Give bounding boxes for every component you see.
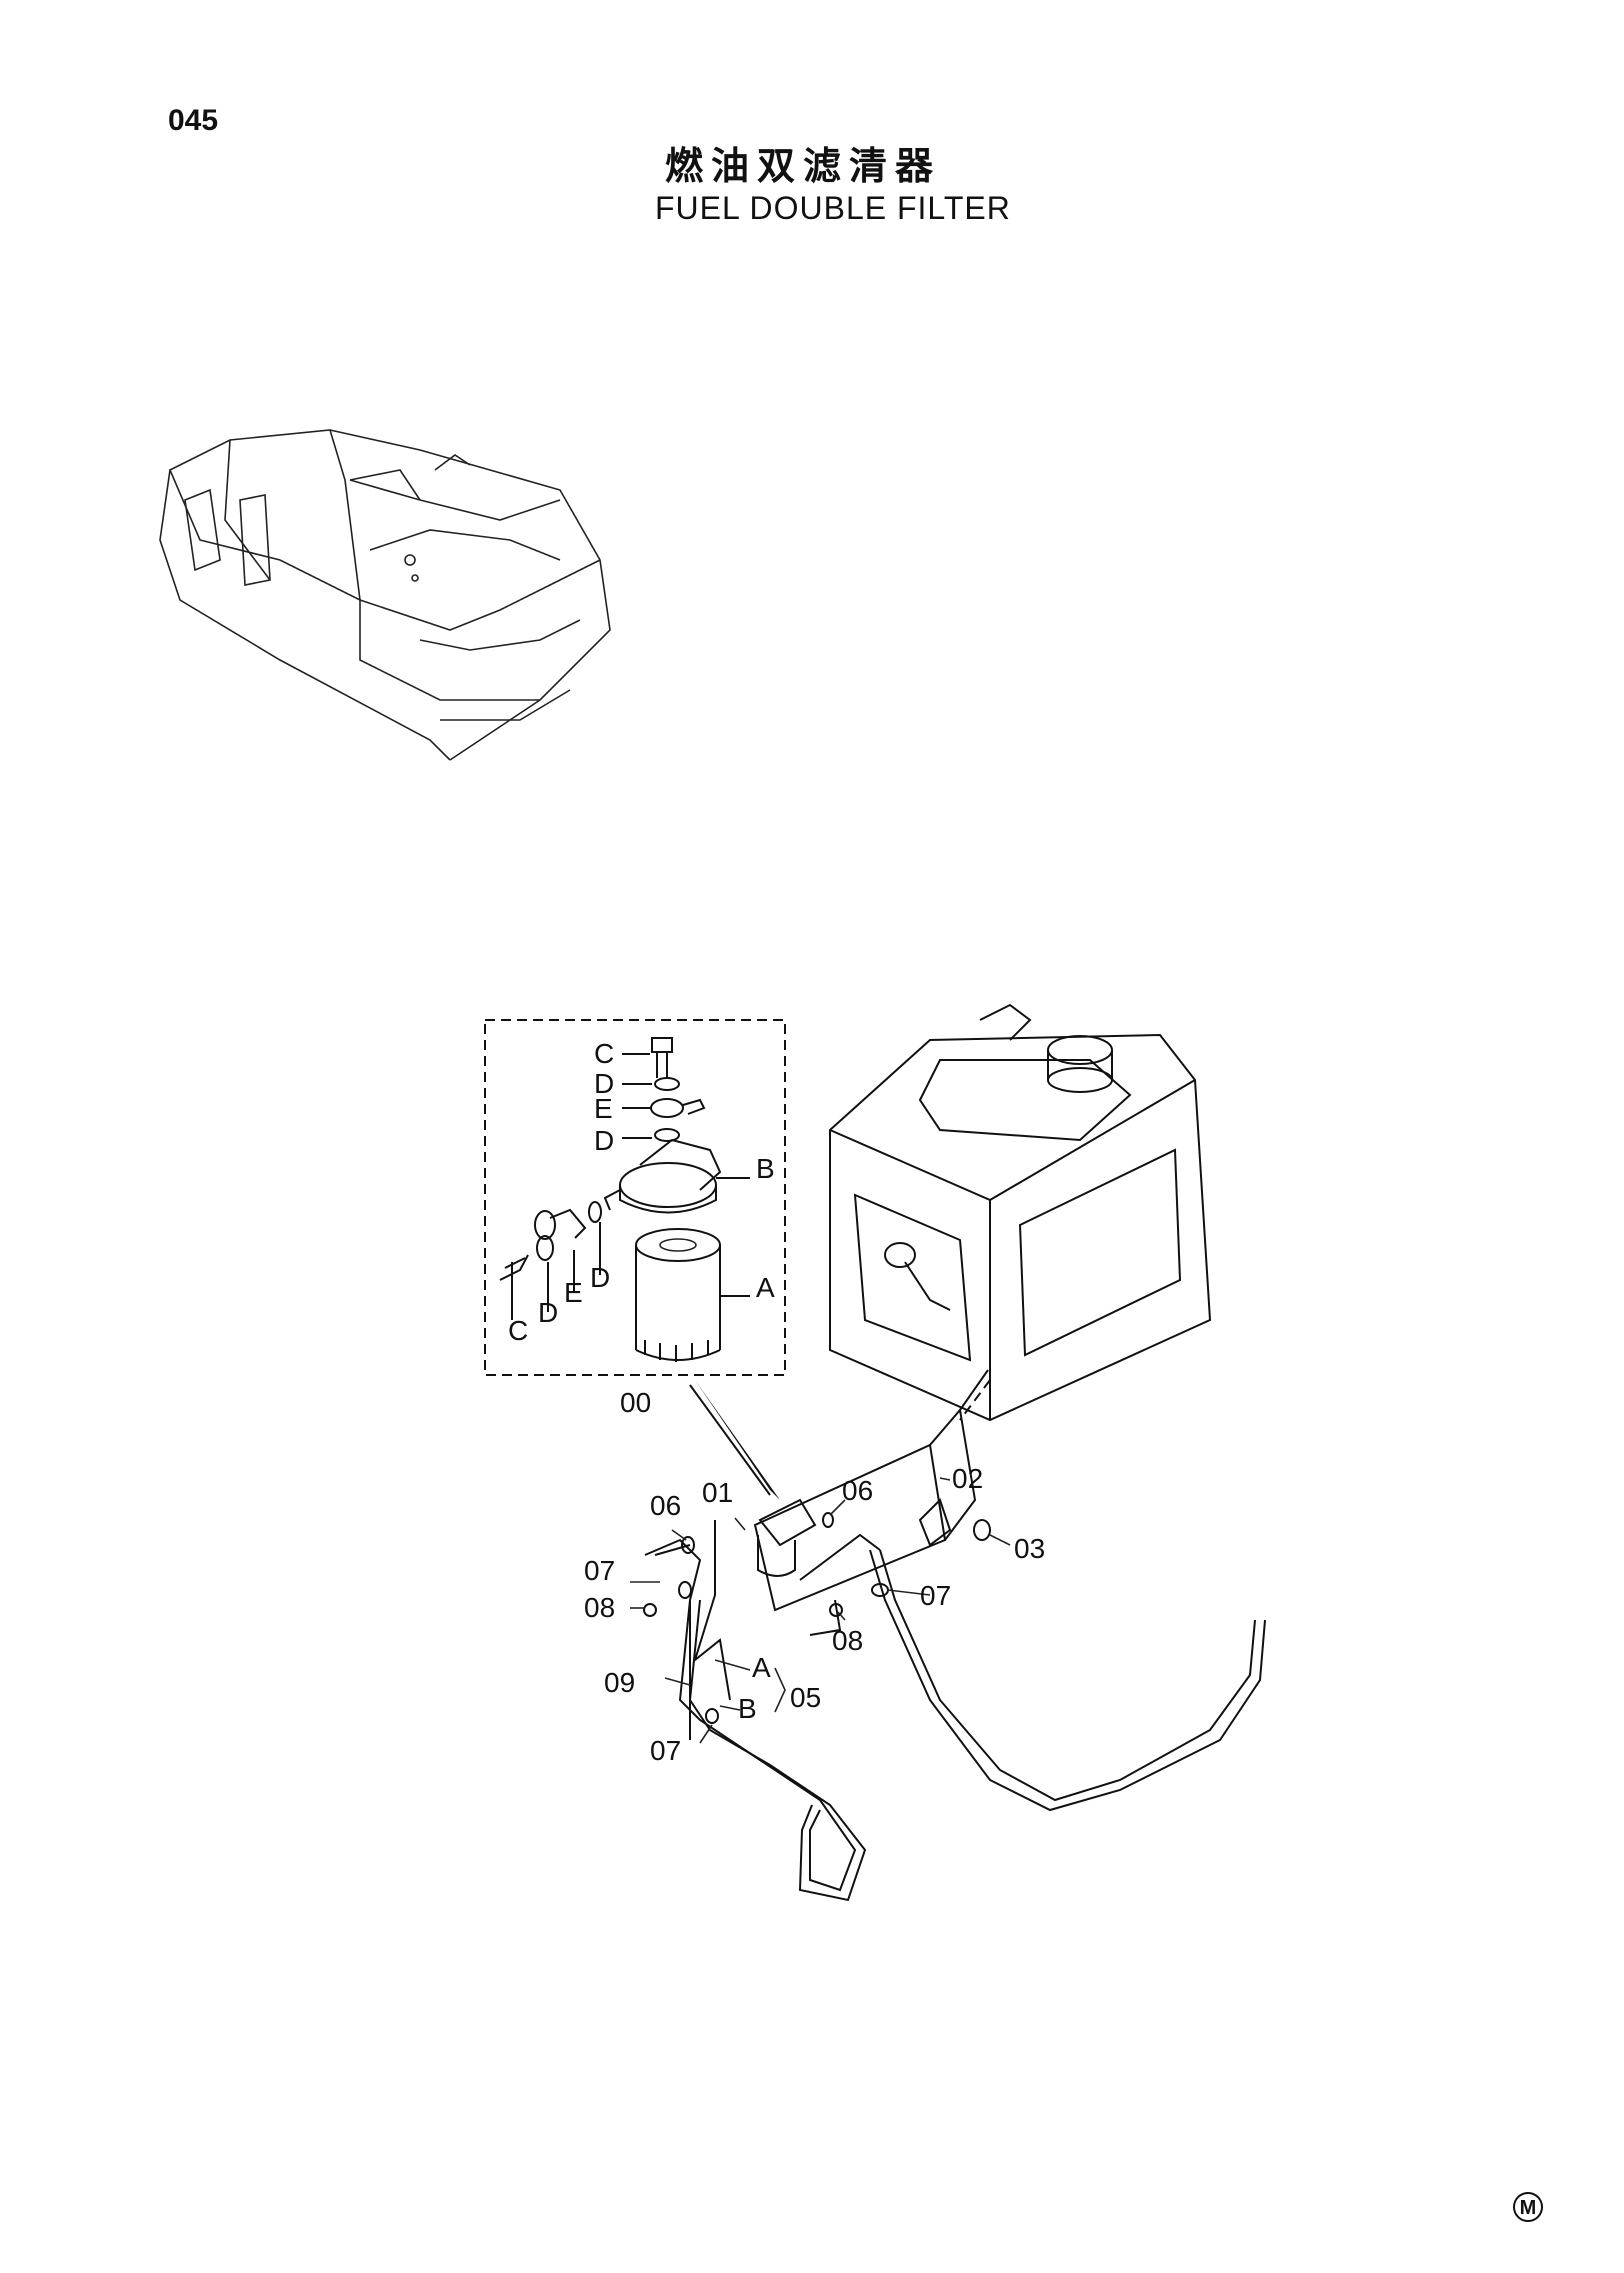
- detail-box: C D E D B A C D E D: [484, 1019, 786, 1376]
- hose-label-a: A: [752, 1652, 771, 1683]
- callout-08: 08: [832, 1625, 863, 1656]
- callout-07: 07: [920, 1580, 951, 1611]
- callout-03: 03: [1014, 1533, 1045, 1564]
- bolt-icon: [622, 1037, 673, 1139]
- page-number: 045: [168, 104, 219, 137]
- label-d: D: [594, 1068, 614, 1099]
- title-english: FUEL DOUBLE FILTER: [655, 190, 1011, 226]
- callout-02: 02: [952, 1463, 983, 1494]
- callout-05: 05: [790, 1682, 821, 1713]
- bracket-plate: [753, 1369, 991, 1612]
- label-d: D: [538, 1297, 558, 1328]
- callout-07: 07: [650, 1735, 681, 1766]
- callout-09: 09: [604, 1667, 635, 1698]
- fuel-tank: [829, 1003, 1212, 1422]
- banjo-icon: [650, 1098, 706, 1118]
- hose-label-b: B: [738, 1693, 757, 1724]
- label-e: E: [564, 1277, 583, 1308]
- label-d: D: [594, 1125, 614, 1156]
- washer-icon: [654, 1128, 680, 1142]
- label-d: D: [590, 1262, 610, 1293]
- callout-leaders: [630, 1477, 1011, 1744]
- fuel-hose: [644, 1520, 1266, 1902]
- mark-letter: M: [1520, 2197, 1537, 2219]
- filter-head-icon: [603, 1138, 750, 1214]
- circled-m-mark: M: [1513, 2192, 1543, 2222]
- filter-cartridge-icon: [635, 1228, 750, 1362]
- filter-mount: [757, 1498, 817, 1577]
- fitting-icon: [499, 1201, 602, 1320]
- callout-00: 00: [620, 1387, 651, 1418]
- callout-08: 08: [584, 1592, 615, 1623]
- label-a: A: [756, 1272, 775, 1303]
- excavator-overview: [159, 429, 611, 761]
- callout-06: 06: [650, 1490, 681, 1521]
- clamps: [643, 1512, 991, 1724]
- callout-01: 01: [702, 1477, 733, 1508]
- label-e: E: [594, 1093, 613, 1124]
- title-chinese: 燃油双滤清器: [665, 144, 942, 188]
- leader-line: [689, 1384, 771, 1496]
- callout-07: 07: [584, 1555, 615, 1586]
- label-b: B: [756, 1153, 775, 1184]
- label-c: C: [594, 1038, 614, 1069]
- callout-06: 06: [842, 1475, 873, 1506]
- washer-icon: [654, 1077, 680, 1091]
- label-c: C: [508, 1315, 528, 1346]
